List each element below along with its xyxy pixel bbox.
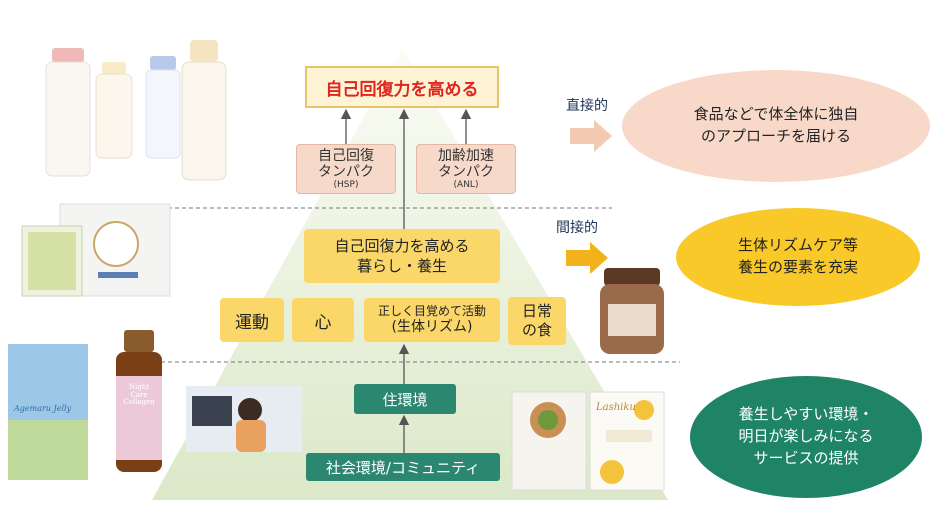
- protein-hsp-name: 自己回復 タンパク: [318, 147, 374, 180]
- lifestyle-box: 自己回復力を高める 暮らし・養生: [304, 229, 500, 283]
- protein-hsp-abbr: (HSP): [333, 179, 359, 190]
- lashiku-box-image: [589, 391, 665, 491]
- direct-approach-oval: 食品などで体全体に独自 のアプローチを届ける: [622, 70, 930, 182]
- direct-label: 直接的: [566, 98, 608, 114]
- housing-box: 住環境: [354, 384, 456, 414]
- lifestyle-line2: 暮らし・養生: [356, 257, 447, 275]
- factor-rhythm: 正しく目覚めて活動 (生体リズム): [364, 298, 500, 342]
- protein-hsp-box: 自己回復 タンパク (HSP): [296, 144, 396, 194]
- factor-exercise: 運動: [220, 298, 284, 342]
- indirect-line1: 生体リズムケア等: [737, 236, 858, 255]
- indirect-line2: 養生の要素を充実: [737, 258, 858, 276]
- indirect-arrow-icon: [566, 242, 608, 274]
- protein-anl-box: 加齢加速 タンパク (ANL): [416, 144, 516, 194]
- collagen-drink-image: [116, 330, 162, 472]
- factor-meal-line2: の食: [521, 321, 552, 339]
- env-line3: サービスの提供: [753, 448, 859, 467]
- indirect-label: 間接的: [556, 220, 598, 236]
- supplement-jar-image: [600, 268, 664, 354]
- factor-rhythm-line1: 正しく目覚めて活動: [377, 303, 486, 318]
- card-label: Agemaru Jelly: [14, 404, 72, 413]
- protein-anl-name: 加齢加速 タンパク: [438, 147, 494, 180]
- person-photo-image: [186, 386, 302, 452]
- protein-anl-abbr: (ANL): [453, 179, 479, 190]
- lifestyle-line1: 自己回復力を高める: [334, 236, 470, 255]
- community-box: 社会環境/コミュニティ: [306, 453, 500, 481]
- direct-line1: 食品などで体全体に独自: [693, 105, 859, 124]
- factor-rhythm-line2: (生体リズム): [391, 318, 473, 335]
- env-line1: 養生しやすい環境・: [738, 405, 874, 424]
- tea-package-image: [511, 391, 587, 491]
- direct-arrow-icon: [570, 120, 612, 152]
- lashiku-label: Lashiku: [596, 402, 636, 413]
- goal-self-recovery: 自己回復力を高める: [305, 66, 499, 108]
- supplement-boxes-image: [21, 203, 171, 297]
- collagen-label: Night Care Collagen: [123, 383, 155, 407]
- factor-mind: 心: [292, 298, 354, 342]
- card-image: [8, 344, 88, 480]
- env-line2: 明日が楽しみになる: [738, 427, 874, 446]
- environment-service-oval: 養生しやすい環境・ 明日が楽しみになる サービスの提供: [690, 376, 922, 498]
- factor-meal-line1: 日常: [521, 302, 552, 321]
- skincare-bottles-image: [45, 40, 227, 181]
- direct-line2: のアプローチを届ける: [700, 127, 851, 145]
- factor-meal: 日常 の食: [508, 297, 566, 345]
- indirect-approach-oval: 生体リズムケア等 養生の要素を充実: [676, 208, 920, 306]
